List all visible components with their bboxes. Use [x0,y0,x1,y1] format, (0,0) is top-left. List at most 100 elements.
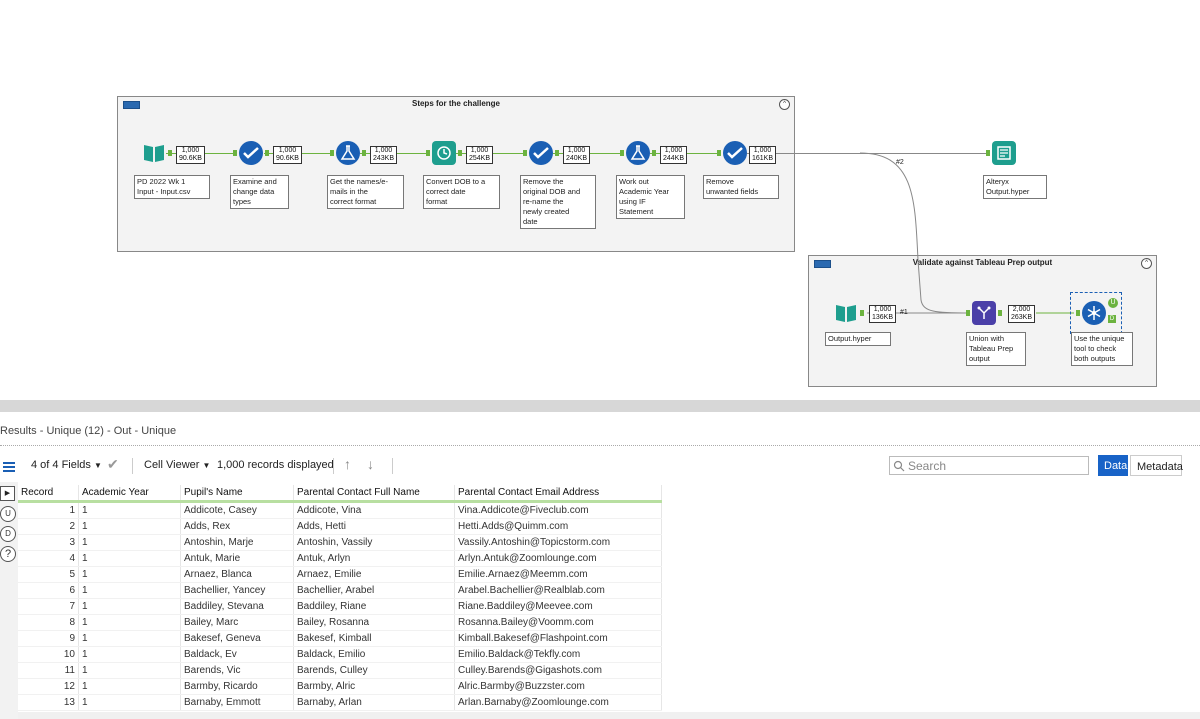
record-number-cell[interactable]: 6 [18,582,79,599]
table-cell[interactable]: Vina.Addicote@Fiveclub.com [454,501,662,519]
union-tool[interactable] [972,301,996,325]
table-cell[interactable]: 1 [78,646,181,663]
input-anchor[interactable] [966,310,970,316]
table-cell[interactable]: Baddiley, Riane [293,598,455,615]
input-hyper-tool[interactable] [834,301,858,325]
input-data-tool[interactable] [142,141,166,165]
table-cell[interactable]: 1 [78,550,181,567]
table-cell[interactable]: 1 [78,518,181,535]
input-anchor[interactable] [717,150,721,156]
table-cell[interactable]: Barnaby, Emmott [180,694,294,711]
table-cell[interactable]: Baldack, Ev [180,646,294,663]
unique-anchor[interactable]: U [1108,298,1118,308]
table-cell[interactable]: Riane.Baddiley@Meevee.com [454,598,662,615]
table-cell[interactable]: Rosanna.Bailey@Voomm.com [454,614,662,631]
table-cell[interactable]: Baldack, Emilio [293,646,455,663]
input-anchor[interactable] [426,150,430,156]
collapse-icon[interactable]: ^ [779,99,790,110]
table-cell[interactable]: Arlyn.Antuk@Zoomlounge.com [454,550,662,567]
table-cell[interactable]: Bachellier, Yancey [180,582,294,599]
table-cell[interactable]: 1 [78,662,181,679]
select-tool-1[interactable] [239,141,263,165]
sort-down-icon[interactable]: ↓ [367,456,374,472]
record-number-cell[interactable]: 5 [18,566,79,583]
cell-viewer-dropdown[interactable]: Cell Viewer ▼ [144,459,211,471]
table-cell[interactable]: 1 [78,630,181,647]
container-steps[interactable]: Steps for the challenge ^ [117,96,795,252]
table-cell[interactable]: Bakesef, Geneva [180,630,294,647]
collapse-icon[interactable]: ^ [1141,258,1152,269]
metadata-tab-button[interactable]: Metadata [1130,455,1183,476]
table-cell[interactable]: 1 [78,501,181,519]
record-number-cell[interactable]: 13 [18,694,79,711]
fields-dropdown[interactable]: 4 of 4 Fields ▼ [31,459,102,471]
duplicate-anchor[interactable]: D [1108,315,1116,323]
output-anchor[interactable] [265,150,269,156]
record-number-cell[interactable]: 10 [18,646,79,663]
record-number-cell[interactable]: 1 [18,501,79,519]
output-anchor[interactable] [860,310,864,316]
pane-splitter[interactable] [0,400,1200,412]
output-anchor[interactable] [555,150,559,156]
table-cell[interactable]: 1 [78,678,181,695]
output-anchor[interactable] [168,150,172,156]
record-number-cell[interactable]: 9 [18,630,79,647]
table-view-icon[interactable]: ▶ [0,486,15,501]
table-cell[interactable]: 1 [78,614,181,631]
table-cell[interactable]: Emilio.Baldack@Tekfly.com [454,646,662,663]
workflow-canvas[interactable]: Steps for the challenge ^ Validate again… [0,0,1200,400]
apply-check-icon[interactable]: ✔ [107,456,119,472]
table-cell[interactable]: Kimball.Bakesef@Flashpoint.com [454,630,662,647]
table-cell[interactable]: Antuk, Arlyn [293,550,455,567]
table-cell[interactable]: Barnaby, Arlan [293,694,455,711]
table-cell[interactable]: Hetti.Adds@Quimm.com [454,518,662,535]
table-cell[interactable]: Addicote, Vina [293,501,455,519]
table-cell[interactable]: 1 [78,694,181,711]
table-cell[interactable]: Arlan.Barnaby@Zoomlounge.com [454,694,662,711]
table-cell[interactable]: 1 [78,534,181,551]
table-cell[interactable]: 1 [78,566,181,583]
table-cell[interactable]: Culley.Barends@Gigashots.com [454,662,662,679]
column-header[interactable]: Record [18,485,79,503]
input-anchor[interactable] [523,150,527,156]
table-cell[interactable]: Bailey, Marc [180,614,294,631]
horizontal-scrollbar[interactable] [18,712,1200,719]
search-input[interactable]: Search [889,456,1089,475]
table-cell[interactable]: 1 [78,598,181,615]
help-button[interactable]: ? [0,546,16,562]
table-cell[interactable]: Bakesef, Kimball [293,630,455,647]
record-number-cell[interactable]: 11 [18,662,79,679]
select-tool-3[interactable] [723,141,747,165]
output-anchor[interactable] [458,150,462,156]
record-number-cell[interactable]: 12 [18,678,79,695]
record-number-cell[interactable]: 3 [18,534,79,551]
table-cell[interactable]: Arnaez, Blanca [180,566,294,583]
formula-tool-2[interactable] [626,141,650,165]
column-header[interactable]: Pupil's Name [180,485,294,503]
column-header[interactable]: Parental Contact Email Address [454,485,662,503]
record-number-cell[interactable]: 4 [18,550,79,567]
table-cell[interactable]: Adds, Rex [180,518,294,535]
output-anchor[interactable] [652,150,656,156]
record-number-cell[interactable]: 2 [18,518,79,535]
unique-output-button[interactable]: U [0,506,16,522]
input-anchor[interactable] [620,150,624,156]
data-tab-button[interactable]: Data [1098,455,1128,476]
output-anchor[interactable] [362,150,366,156]
table-cell[interactable]: Antoshin, Marje [180,534,294,551]
table-cell[interactable]: Barmby, Alric [293,678,455,695]
table-cell[interactable]: Barends, Vic [180,662,294,679]
table-cell[interactable]: Adds, Hetti [293,518,455,535]
table-cell[interactable]: Bachellier, Arabel [293,582,455,599]
unique-tool[interactable] [1082,301,1106,325]
table-cell[interactable]: Bailey, Rosanna [293,614,455,631]
